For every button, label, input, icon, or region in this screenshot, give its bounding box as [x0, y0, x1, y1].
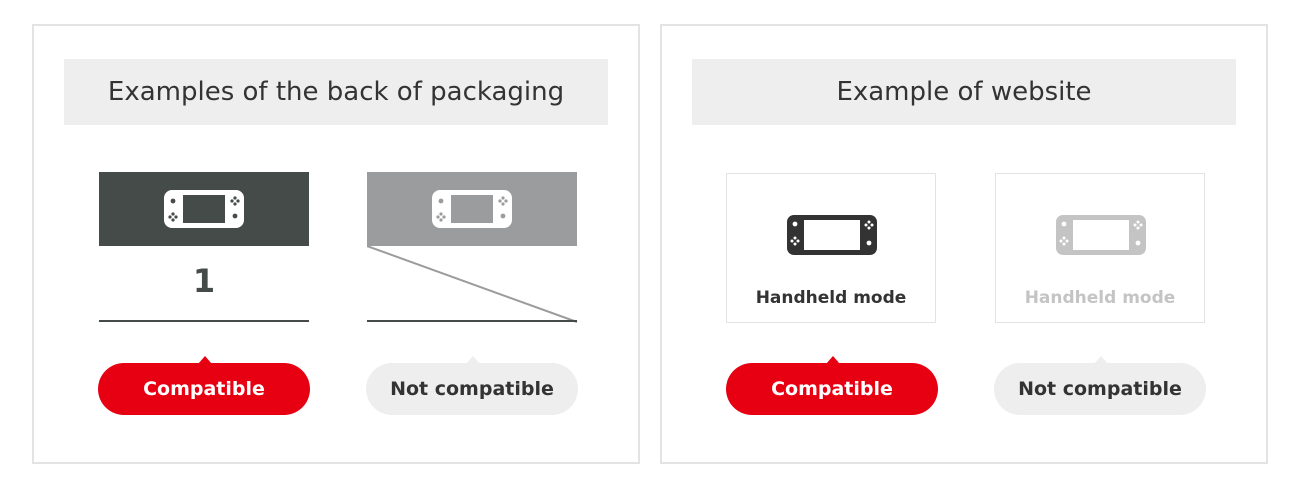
- packaging-example-panel: Examples of the back of packaging 1 Comp…: [32, 24, 640, 464]
- packaging-panel-title: Examples of the back of packaging: [64, 59, 608, 125]
- compatible-badge: Compatible: [726, 363, 938, 415]
- badge-pointer: [466, 356, 480, 364]
- website-panel-title: Example of website: [692, 59, 1236, 125]
- handheld-console-icon: [787, 215, 877, 255]
- player-count: 1: [192, 262, 216, 300]
- handheld-mode-card-compatible: Handheld mode: [726, 173, 936, 323]
- website-example-panel: Example of website Handheld mode Compati…: [660, 24, 1268, 464]
- mode-label: Handheld mode: [1024, 288, 1176, 308]
- switch-console-icon: [164, 190, 244, 228]
- not-compatible-badge: Not compatible: [366, 363, 578, 415]
- not-compatible-badge: Not compatible: [994, 363, 1206, 415]
- handheld-mode-card-incompatible: Handheld mode: [995, 173, 1205, 323]
- compatible-badge: Compatible: [98, 363, 310, 415]
- switch-console-icon: [432, 190, 512, 228]
- not-supported-strikethrough: [367, 246, 578, 323]
- packaging-incompatible-band: [367, 172, 577, 246]
- badge-pointer: [826, 356, 840, 364]
- packaging-divider: [99, 320, 309, 322]
- mode-label: Handheld mode: [755, 288, 907, 308]
- packaging-compatible-band: [99, 172, 309, 246]
- badge-pointer: [198, 356, 212, 364]
- handheld-console-icon: [1056, 215, 1146, 255]
- packaging-divider: [367, 320, 577, 322]
- badge-pointer: [1094, 356, 1108, 364]
